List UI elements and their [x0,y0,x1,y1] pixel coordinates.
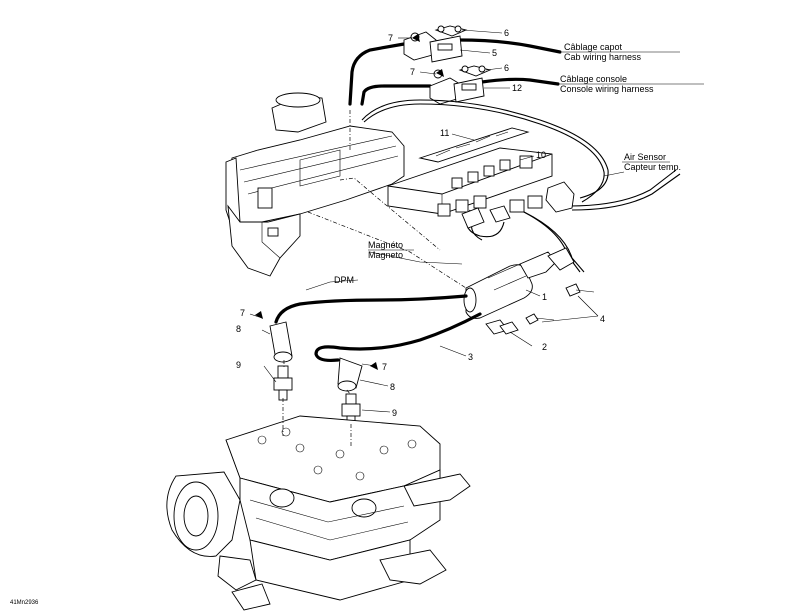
coil-wires [274,294,482,362]
magneto-label-fr: Magnéto [368,240,403,250]
air-sensor-label-fr: Capteur temp. [624,162,681,172]
oil-tank [225,92,405,277]
part-number-7-upper: 7 [388,33,393,43]
magneto-connectors [461,205,511,229]
part-number-3: 3 [468,352,473,362]
part-number-10: 10 [536,150,546,160]
spark-plug-left [273,365,293,401]
part-number-8-right: 8 [390,382,395,392]
part-number-12: 12 [512,83,522,93]
part-number-5: 5 [492,48,497,58]
part-number-7-right: 7 [382,362,387,372]
figure-code: 41Mn2936 [10,600,39,606]
part-number-6-lower: 6 [504,63,509,73]
dpm-label: DPM [334,275,354,285]
part-number-9-left: 9 [236,360,241,370]
part-number-11: 11 [440,128,449,138]
part-number-1: 1 [542,292,547,302]
callout-underlines [368,51,704,251]
alignment-lines [282,110,467,448]
cab-harness-connectors [403,25,468,63]
part-number-7-second: 7 [410,67,415,77]
harness-cables [348,38,562,106]
ignition-coil [463,247,575,319]
part-number-4: 4 [600,314,605,324]
small-connector [485,319,519,335]
console-harness-label-fr: Câblage console [560,74,627,84]
clip-markers [255,34,444,370]
part-number-8-left: 8 [236,324,241,334]
spark-plug-cap-right [337,357,363,392]
magneto-label-en: Magneto [368,250,403,260]
mounting-screws [525,283,595,325]
leader-lines [249,29,625,413]
part-number-7-left: 7 [240,308,245,318]
spark-plug-cap-left [269,321,293,363]
air-sensor-connector [509,181,575,213]
console-harness-label-en: Console wiring harness [560,84,654,94]
cab-harness-label-en: Cab wiring harness [564,52,642,62]
part-number-2: 2 [542,342,547,352]
part-number-6-upper: 6 [504,28,509,38]
ecu-module [387,127,553,217]
air-sensor-label-en: Air Sensor [624,152,666,162]
engine-block [166,415,471,611]
part-number-9-right: 9 [392,408,397,418]
cab-harness-label-fr: Câblage capot [564,42,623,52]
